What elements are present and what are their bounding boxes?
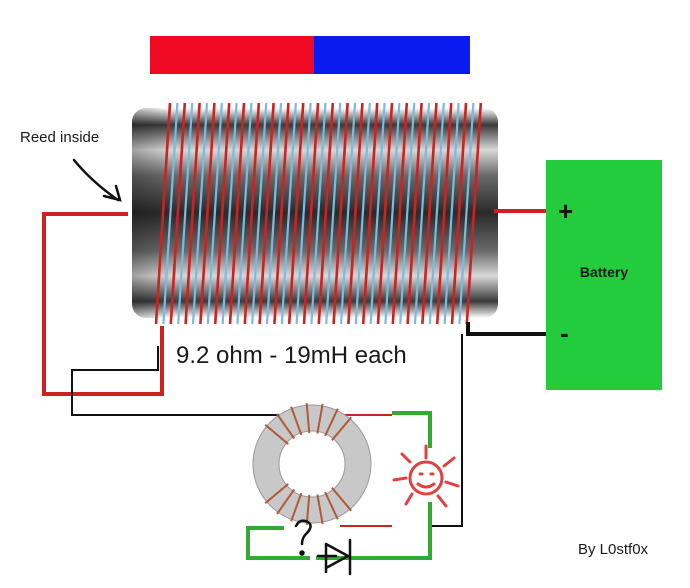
blue-winding-strand	[369, 102, 386, 325]
green-wire-bottom-loop	[246, 526, 310, 560]
toroid-transformer	[252, 403, 372, 525]
wires	[42, 209, 548, 560]
toroid-winding-strand	[305, 494, 311, 525]
toroid-winding-strand	[316, 494, 324, 525]
blue-winding-strand	[310, 102, 327, 325]
toroid-winding-strand	[331, 487, 352, 512]
coil-spec-label: 9.2 ohm - 19mH each	[176, 342, 407, 369]
toroid-winding-strand	[290, 492, 303, 522]
red-winding-strand	[184, 102, 201, 325]
toroid-ring-outline-outer	[252, 404, 372, 524]
black-wire-to-led	[430, 334, 463, 527]
red-winding-strand	[347, 102, 364, 325]
magnet-south-pole	[314, 36, 470, 74]
reed-pointer-arrow	[72, 158, 122, 202]
blue-winding-strand	[162, 102, 179, 325]
red-winding-strand	[273, 102, 290, 325]
red-winding-strand	[376, 102, 394, 325]
red-winding-strand	[361, 102, 379, 325]
toroid-winding-strand	[324, 491, 339, 520]
toroid-winding-strand	[264, 424, 289, 445]
blue-winding-strand	[251, 102, 268, 325]
red-winding-strand	[391, 102, 409, 325]
blue-winding-strand	[265, 102, 283, 325]
blue-winding-strand	[191, 102, 209, 325]
battery-minus-terminal: -	[560, 318, 569, 348]
coil-windings	[154, 102, 483, 325]
black-wire-to-toroid	[71, 346, 284, 416]
battery: + Battery -	[546, 160, 662, 390]
red-winding-strand	[154, 102, 172, 325]
toroid-winding-strand	[305, 403, 311, 434]
blue-winding-strand	[399, 102, 416, 325]
toroid-ring	[253, 405, 371, 523]
red-winding-strand	[243, 102, 261, 325]
red-winding-strand	[435, 102, 453, 325]
blue-winding-strand	[236, 102, 253, 325]
red-winding-strand	[421, 102, 438, 325]
toroid-winding-strand	[331, 416, 352, 441]
toroid-winding-strand	[264, 483, 289, 504]
green-wire-led-top	[392, 411, 432, 448]
red-winding-strand	[450, 102, 468, 325]
red-winding-strand	[317, 102, 335, 325]
blue-winding-strand	[443, 102, 460, 325]
red-winding-strand	[332, 102, 349, 325]
red-winding-strand	[406, 102, 423, 325]
blue-winding-strand	[206, 102, 223, 325]
reed-inside-label: Reed inside	[20, 129, 100, 146]
led-sketch	[392, 444, 460, 508]
toroid-winding-strand	[316, 403, 324, 434]
blue-winding-strand	[177, 102, 194, 325]
battery-label: Battery	[579, 264, 629, 280]
blue-winding-strand	[354, 102, 371, 325]
toroid-windings	[264, 403, 352, 525]
blue-winding-strand	[458, 102, 475, 325]
blue-winding-strand	[339, 102, 357, 325]
red-winding-strand	[228, 102, 246, 325]
blue-winding-strand	[221, 102, 238, 325]
toroid-winding-strand	[290, 406, 303, 436]
coil-core-left-shade	[132, 108, 172, 318]
red-winding-strand	[258, 102, 275, 325]
toroid-ring-outline-inner	[278, 430, 346, 498]
credit-label: By L0stf0x	[578, 541, 649, 558]
red-winding-strand	[213, 102, 231, 325]
blue-winding-strand	[280, 102, 297, 325]
toroid-winding-strand	[276, 413, 296, 440]
black-lead-wire-right	[466, 322, 548, 336]
blue-winding-strand	[413, 102, 431, 325]
blue-winding-strand	[384, 102, 401, 325]
red-winding-strand	[465, 102, 483, 325]
coil-core	[132, 108, 498, 318]
magnet-north-pole	[150, 36, 314, 74]
blue-winding-strand	[295, 102, 312, 325]
red-winding-strand	[199, 102, 216, 325]
red-lead-wire-left	[42, 212, 164, 396]
red-winding-strand	[169, 102, 187, 325]
red-winding-strand	[287, 102, 305, 325]
diode-scribble	[294, 519, 352, 576]
blue-winding-strand	[325, 102, 342, 325]
green-wire-led-bottom	[316, 502, 432, 560]
blue-winding-strand	[428, 102, 445, 325]
toroid-winding-strand	[276, 488, 296, 515]
red-winding-strand	[302, 102, 320, 325]
battery-plus-terminal: +	[558, 196, 574, 226]
toroid-winding-strand	[324, 408, 339, 437]
